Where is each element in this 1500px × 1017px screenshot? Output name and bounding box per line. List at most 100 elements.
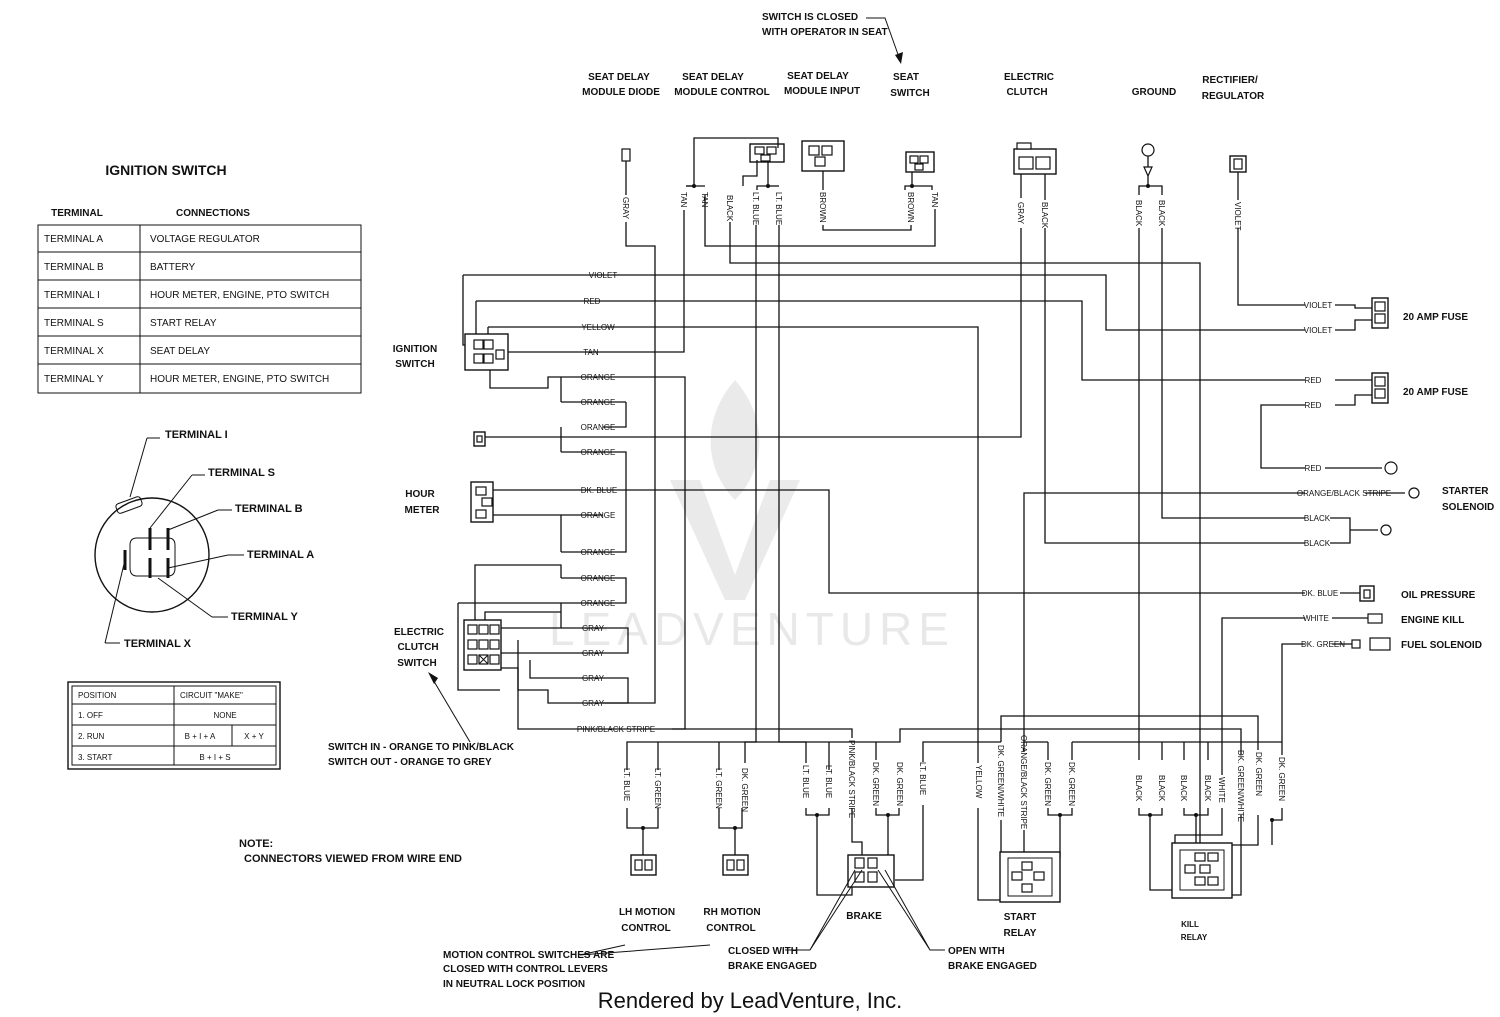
fuel-solenoid-label: FUEL SOLENOID: [1401, 640, 1482, 651]
fuel-solenoid-connector: [1369, 637, 1391, 651]
wire-label: ORANGE: [581, 373, 616, 382]
seat-switch-label-2: SWITCH: [890, 88, 929, 99]
seat-switch-label: SEAT: [893, 72, 919, 83]
wire-label: ORANGE: [581, 574, 616, 583]
table-row: 2. RUN: [78, 732, 104, 741]
wire-label: LT. BLUE: [622, 768, 631, 801]
fuse-2-label: 20 AMP FUSE: [1403, 387, 1468, 398]
table-cell: SEAT DELAY: [150, 346, 210, 357]
wire-label: BLACK: [1134, 200, 1143, 227]
col-circuit: CIRCUIT "MAKE": [180, 691, 243, 700]
wire-label: LT. BLUE: [824, 765, 833, 798]
wire-label: GRAY: [582, 674, 605, 683]
table-cell: VOLTAGE REGULATOR: [150, 234, 260, 245]
wire-label: BROWN: [906, 192, 915, 223]
table-row: 3. START: [78, 753, 112, 762]
terminal-a-label: TERMINAL A: [247, 549, 314, 561]
wire-label: DK. GREEN: [1067, 762, 1076, 806]
seat-delay-control-label: SEAT DELAY: [682, 72, 744, 83]
wire-label: GRAY: [582, 624, 605, 633]
ground-ring-black: [1380, 524, 1392, 536]
terminal-s-label: TERMINAL S: [208, 467, 275, 479]
terminal-i-label: TERMINAL I: [165, 429, 228, 441]
table-cell: B + I + S: [199, 753, 230, 762]
wire-label: LT. GREEN: [653, 768, 662, 809]
note-text: CONNECTORS VIEWED FROM WIRE END: [244, 853, 462, 865]
ignition-table-title: IGNITION SWITCH: [105, 162, 226, 178]
right-connectors: [1351, 297, 1420, 651]
footer-credit: Rendered by LeadVenture, Inc.: [598, 988, 903, 1013]
seat-switch-note-line1: SWITCH IS CLOSED: [762, 12, 858, 23]
wire-label: ORANGE/BLACK STRIPE: [1019, 735, 1028, 829]
kill-relay-label: KILL: [1181, 920, 1199, 929]
wire-label: TAN: [930, 192, 939, 208]
col-position: POSITION: [78, 691, 116, 700]
brake-label: BRAKE: [846, 911, 882, 922]
wire-label: BLACK: [1179, 775, 1188, 802]
junction-dots: [641, 184, 1274, 830]
wire-label: DK. GREEN: [1277, 757, 1286, 801]
electric-clutch-label: ELECTRIC: [1004, 72, 1054, 83]
seat-delay-input-label-2: MODULE INPUT: [784, 86, 860, 97]
wire-label: YELLOW: [581, 323, 615, 332]
terminal-x-label: TERMINAL X: [124, 638, 192, 650]
starter-solenoid-label: STARTER: [1442, 486, 1489, 497]
wire-label: LT. BLUE: [751, 192, 760, 225]
closed-brake-note-2: BRAKE ENGAGED: [728, 961, 817, 972]
wire-label: GRAY: [1016, 202, 1025, 225]
fuse-1-label: 20 AMP FUSE: [1403, 312, 1468, 323]
wire-label: TAN: [679, 192, 688, 208]
open-brake-note: OPEN WITH: [948, 946, 1005, 957]
terminal-b-label: TERMINAL B: [235, 503, 303, 515]
table-cell: BATTERY: [150, 262, 196, 273]
wire-label: BLACK: [1157, 200, 1166, 227]
table-cell: X + Y: [244, 732, 264, 741]
note-title: NOTE:: [239, 838, 273, 850]
wire-label: GRAY: [582, 699, 605, 708]
clutch-switch-label-3: SWITCH: [397, 658, 436, 669]
wire-label: DK. BLUE: [1302, 589, 1338, 598]
motion-note-line2: CLOSED WITH CONTROL LEVERS: [443, 964, 608, 975]
wire-label: BLACK: [1040, 202, 1049, 229]
engine-kill-connector: [1367, 613, 1383, 624]
wire-label: BROWN: [818, 192, 827, 223]
oil-pressure-label: OIL PRESSURE: [1401, 590, 1476, 601]
table-row: TERMINAL Y: [44, 374, 104, 385]
wire-label: VIOLET: [1304, 326, 1333, 335]
wire-label: DK. GREEN: [1043, 762, 1052, 806]
clutch-switch-label-2: CLUTCH: [397, 642, 438, 653]
wire-label: GRAY: [582, 649, 605, 658]
motion-note-line3: IN NEUTRAL LOCK POSITION: [443, 979, 585, 990]
wire-label: GRAY: [621, 197, 630, 220]
ignition-switch-table: IGNITION SWITCH TERMINAL CONNECTIONS TER…: [37, 162, 362, 394]
closed-brake-note: CLOSED WITH: [728, 946, 798, 957]
table-cell: HOUR METER, ENGINE, PTO SWITCH: [150, 290, 329, 301]
table-cell: NONE: [213, 711, 236, 720]
start-relay-connector: [999, 851, 1061, 903]
wire-label: TAN: [700, 192, 709, 208]
engine-kill-label: ENGINE KILL: [1401, 615, 1464, 626]
wire-label: DK. GREEN/WHITE: [996, 745, 1005, 817]
table-cell: HOUR METER, ENGINE, PTO SWITCH: [150, 374, 329, 385]
wire-label: BLACK: [1203, 775, 1212, 802]
wire-label: DK. GREEN: [740, 768, 749, 812]
wire-label: PINK/BLACK STRIPE: [847, 740, 856, 818]
starter-solenoid-label-2: SOLENOID: [1442, 502, 1494, 513]
seat-delay-diode-label-2: MODULE DIODE: [582, 87, 660, 98]
rectifier-label-2: REGULATOR: [1202, 91, 1265, 102]
left-connectors: [463, 333, 509, 671]
table-row: TERMINAL X: [44, 346, 104, 357]
wire-label: ORANGE: [581, 599, 616, 608]
bottom-connectors: [630, 842, 1233, 903]
wire-label: ORANGE: [581, 423, 616, 432]
ignition-switch-label-2: SWITCH: [395, 359, 434, 370]
wire-label: DK. GREEN: [871, 762, 880, 806]
wire-label: RED: [1305, 376, 1322, 385]
col-connections: CONNECTIONS: [176, 208, 250, 219]
table-row: TERMINAL B: [44, 262, 104, 273]
wire-label: WHITE: [1303, 614, 1329, 623]
ground-ring-icon: [1141, 143, 1155, 157]
starter-ring-orange: [1408, 487, 1420, 499]
position-table: POSITION CIRCUIT "MAKE" 1. OFF NONE 2. R…: [67, 681, 281, 770]
